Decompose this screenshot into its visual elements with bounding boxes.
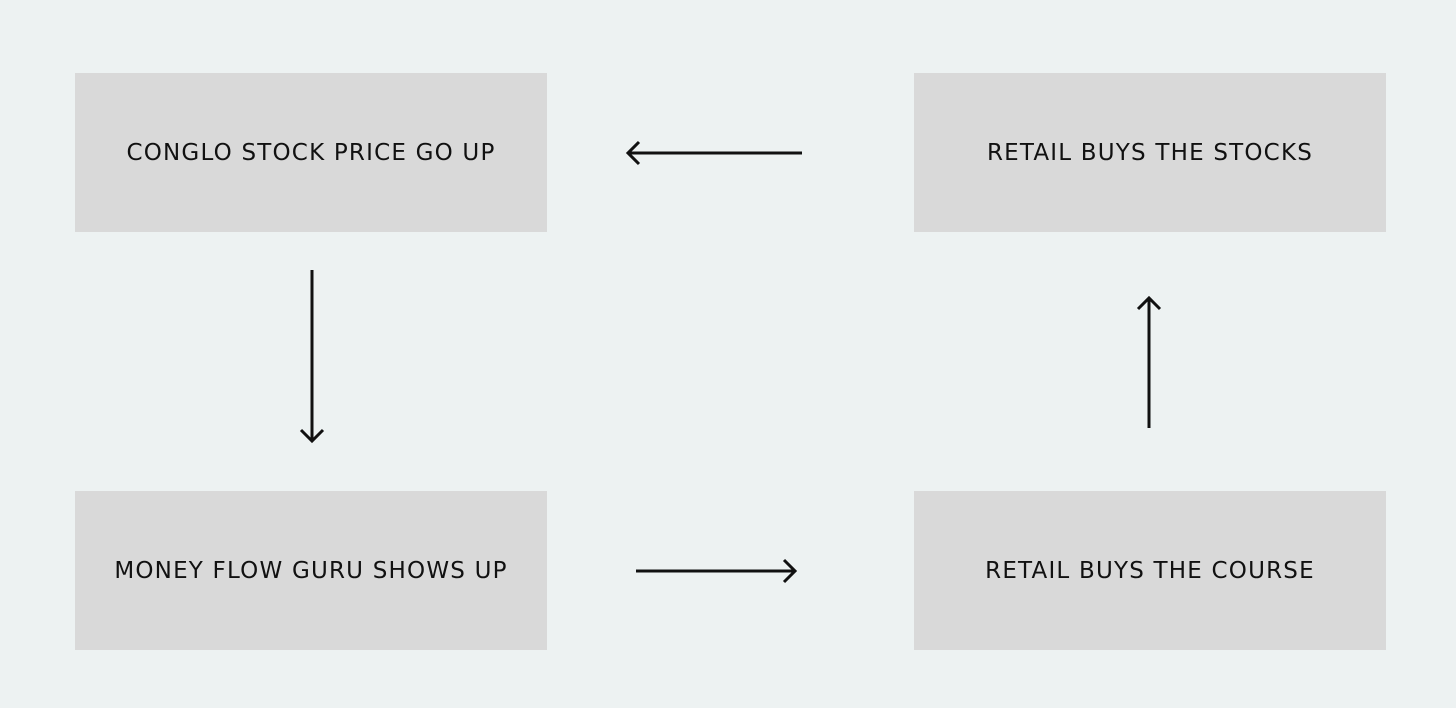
arrow-up-course-to-stocks <box>1136 295 1162 428</box>
node-retail-buys-course: RETAIL BUYS THE COURSE <box>914 491 1386 650</box>
arrow-left-stocks-to-price <box>625 140 802 166</box>
node-label: MONEY FLOW GURU SHOWS UP <box>114 558 507 584</box>
node-label: RETAIL BUYS THE COURSE <box>985 558 1315 584</box>
node-label: CONGLO STOCK PRICE GO UP <box>126 140 495 166</box>
arrow-down-stock-to-guru <box>299 270 325 444</box>
node-box <box>75 73 547 232</box>
node-box <box>914 491 1386 650</box>
node-retail-buys-stocks: RETAIL BUYS THE STOCKS <box>914 73 1386 232</box>
node-conglo-stock-price: CONGLO STOCK PRICE GO UP <box>75 73 547 232</box>
node-box <box>75 491 547 650</box>
node-money-flow-guru: MONEY FLOW GURU SHOWS UP <box>75 491 547 650</box>
arrow-right-guru-to-course <box>636 558 798 584</box>
node-box <box>914 73 1386 232</box>
node-label: RETAIL BUYS THE STOCKS <box>987 140 1313 166</box>
